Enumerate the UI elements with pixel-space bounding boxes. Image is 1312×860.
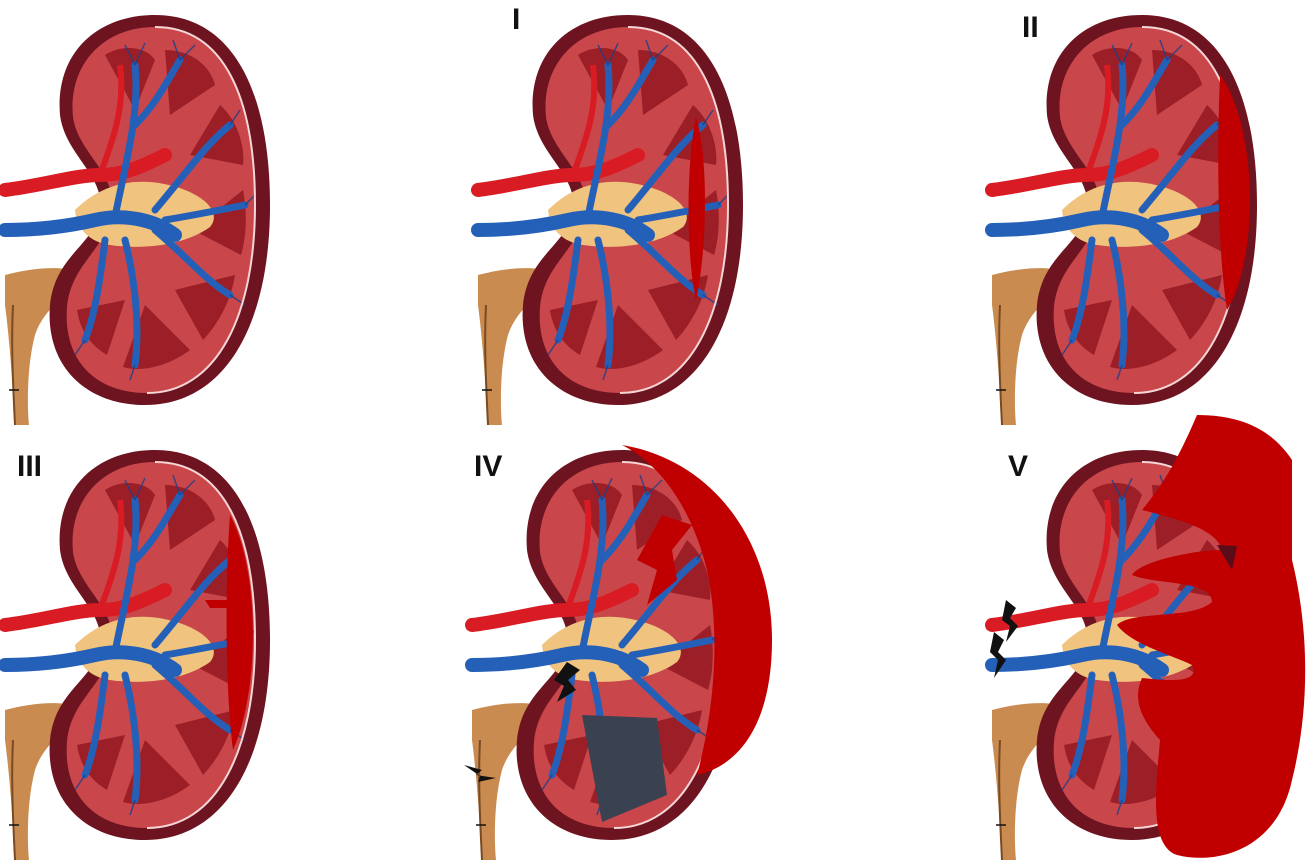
grade-label: II bbox=[1022, 13, 1039, 43]
panel-grade-1: I bbox=[478, 5, 778, 425]
panel-grade-3: III bbox=[5, 440, 305, 860]
panel-normal-kidney bbox=[5, 5, 305, 425]
kidney-illustration bbox=[472, 440, 772, 860]
grade-label: I bbox=[512, 5, 520, 35]
deep-laceration bbox=[205, 600, 240, 608]
grade-label: III bbox=[17, 452, 42, 482]
panel-grade-2: II bbox=[992, 5, 1292, 425]
kidney-illustration bbox=[5, 5, 305, 425]
kidney-illustration bbox=[992, 420, 1292, 840]
panel-grade-4: IV bbox=[472, 440, 772, 860]
kidney-illustration bbox=[992, 5, 1292, 425]
kidney-illustration bbox=[478, 5, 778, 425]
grade-label: IV bbox=[474, 452, 502, 482]
grade-label: V bbox=[1008, 452, 1028, 482]
panel-grade-5: V bbox=[992, 420, 1292, 840]
kidney-illustration bbox=[5, 440, 305, 860]
